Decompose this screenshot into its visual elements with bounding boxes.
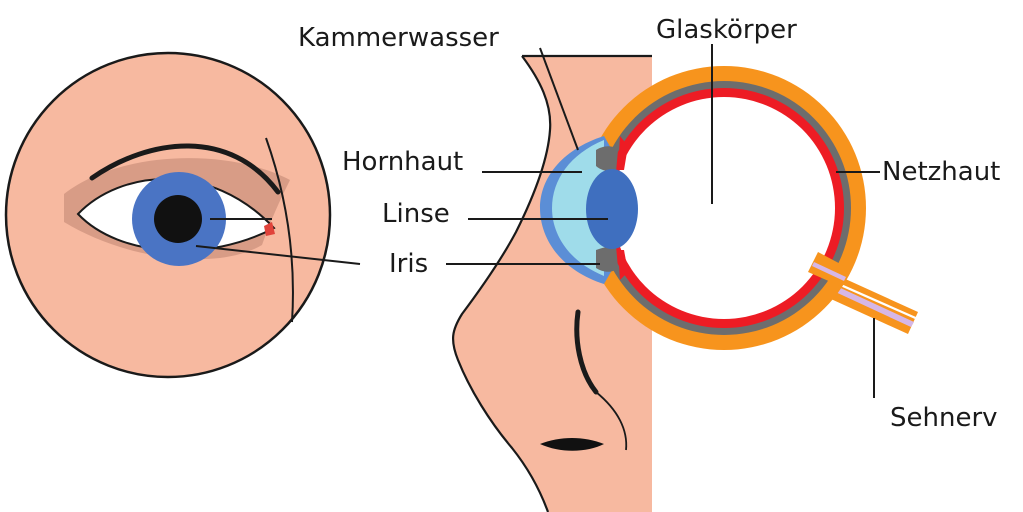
lens xyxy=(586,169,638,249)
label-sehnerv: Sehnerv xyxy=(890,403,998,433)
label-kammerwasser: Kammerwasser xyxy=(298,23,499,53)
label-glaskoerper: Glaskörper xyxy=(656,15,797,45)
iris-upper xyxy=(596,146,618,172)
front-eye-view xyxy=(6,53,330,377)
label-netzhaut: Netzhaut xyxy=(882,157,1000,187)
iris-lower xyxy=(596,246,618,272)
pupil xyxy=(154,195,202,243)
vitreous-body xyxy=(613,97,835,319)
label-iris: Iris xyxy=(389,249,428,279)
label-hornhaut: Hornhaut xyxy=(342,147,463,177)
label-linse: Linse xyxy=(382,199,450,229)
